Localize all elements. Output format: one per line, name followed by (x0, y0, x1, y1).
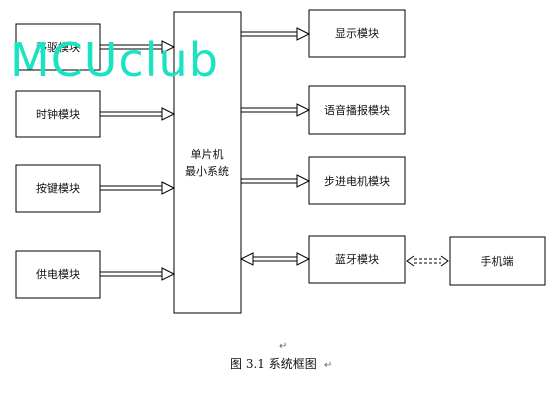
figure-caption: 图 3.1 系统框图 (230, 357, 317, 371)
block-sensor: 移驱模块 (15, 23, 101, 71)
block-clock-label: 时钟模块 (36, 107, 80, 121)
watermark-logo: MCUclub (10, 33, 219, 87)
block-voice-label: 语音播报模块 (324, 103, 390, 117)
arrow-mcu-to-voice (241, 103, 311, 117)
arrow-power-to-mcu (100, 267, 176, 281)
arrow-sensor-to-mcu (100, 40, 176, 54)
block-power-label: 供电模块 (36, 267, 80, 281)
block-display: 显示模块 (308, 9, 406, 58)
arrow-clock-to-mcu (100, 107, 176, 121)
paragraph-mark: ↵ (279, 341, 287, 352)
arrow-keys-to-mcu (100, 181, 176, 195)
block-stepper-label: 步进电机模块 (324, 174, 390, 188)
block-sensor-label: 移驱模块 (36, 41, 80, 54)
block-stepper: 步进电机模块 (308, 156, 406, 205)
block-power: 供电模块 (15, 250, 101, 299)
arrow-bluetooth-phone-wireless (406, 255, 449, 267)
caption-paragraph-mark: ↵ (324, 360, 332, 371)
block-clock: 时钟模块 (15, 90, 101, 138)
block-bluetooth: 蓝牙模块 (308, 235, 406, 284)
block-mcu-label-line1: 单片机 (191, 147, 224, 161)
block-bluetooth-label: 蓝牙模块 (335, 253, 379, 266)
block-phone: 手机端 (449, 236, 546, 286)
arrow-mcu-to-stepper (241, 174, 311, 188)
block-mcu: 单片机 最小系统 (173, 11, 242, 314)
block-keys-label: 按键模块 (36, 181, 80, 195)
block-keys: 按键模块 (15, 164, 101, 213)
block-phone-label: 手机端 (481, 254, 514, 268)
block-display-label: 显示模块 (335, 27, 379, 40)
arrow-mcu-bluetooth-bidirectional (239, 252, 311, 266)
arrow-mcu-to-display (241, 27, 311, 41)
block-mcu-label-line2: 最小系统 (185, 165, 229, 178)
block-voice: 语音播报模块 (308, 85, 406, 135)
